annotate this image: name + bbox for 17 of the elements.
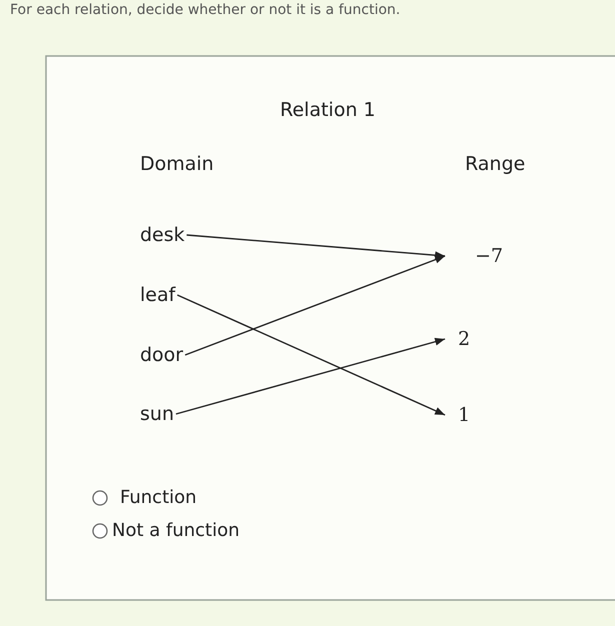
instruction-text: For each relation, decide whether or not it is a function. <box>10 2 400 18</box>
option-text: Function <box>120 487 197 508</box>
range-item: −7 <box>445 245 504 267</box>
range-item: 2 <box>445 328 470 350</box>
arrow <box>176 338 446 415</box>
arrow <box>177 294 446 416</box>
range-item: 1 <box>445 404 470 426</box>
column-heading: Domain <box>140 153 214 175</box>
title: Relation 1 <box>280 99 376 121</box>
arrow <box>186 234 446 260</box>
column-heading: Range <box>465 153 526 175</box>
option-text: Not a function <box>112 520 240 541</box>
domain-item: leaf <box>140 284 176 306</box>
arrow <box>184 255 446 356</box>
domain-item: sun <box>140 403 174 425</box>
domain-item: desk <box>140 224 185 246</box>
domain-item: door <box>140 344 184 366</box>
